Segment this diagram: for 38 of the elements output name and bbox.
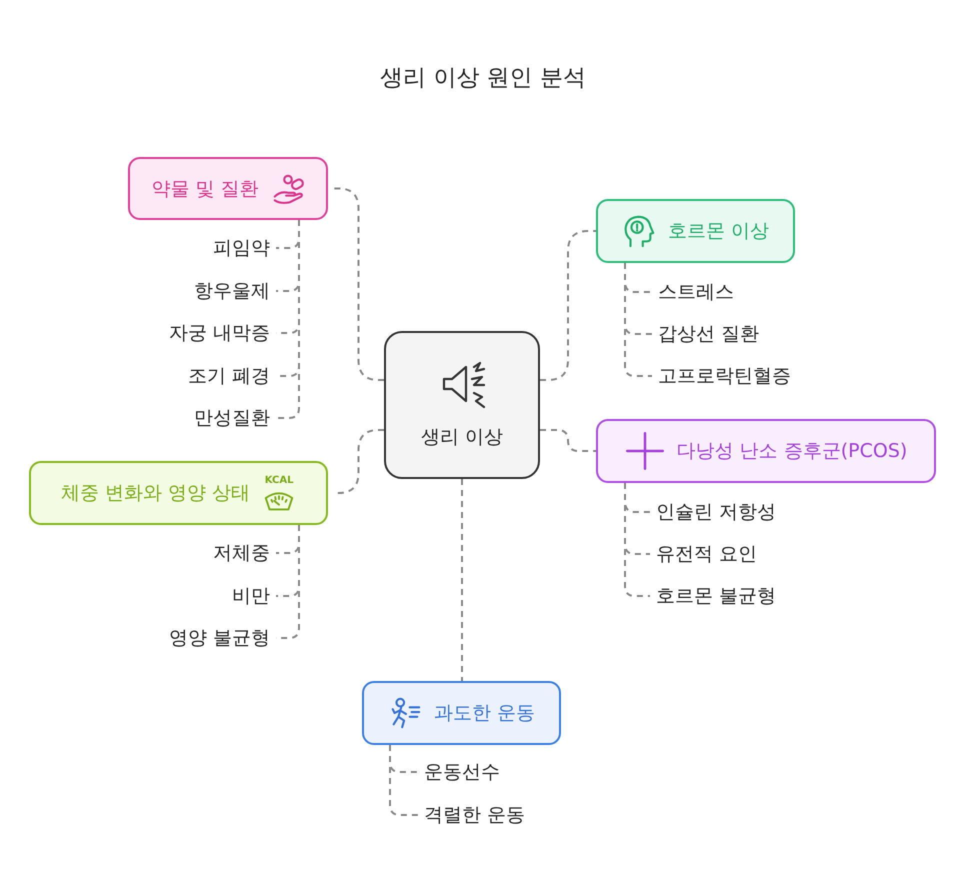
category-label: 과도한 운동: [434, 701, 536, 726]
cause-text: 스트레스: [652, 280, 740, 304]
cause-text: 인슐린 저항성: [650, 500, 782, 524]
cause-text: 자궁 내막증: [162, 321, 276, 345]
connector-line: [540, 429, 596, 452]
connector-line: [461, 479, 463, 681]
category-box: [128, 157, 328, 220]
category-label: 약물 및 질환: [151, 176, 259, 202]
cause-text: 조기 폐경: [182, 364, 276, 388]
connector-line: [540, 230, 596, 381]
category-box: [29, 461, 328, 525]
title: 생리 이상 원인 분석: [380, 65, 586, 91]
category-label: 체중 변화와 영양 상태: [60, 481, 250, 506]
connector-line: [624, 483, 650, 597]
connector-line: [624, 263, 652, 377]
central-label: 생리 이상: [420, 425, 504, 450]
central-box: [384, 331, 540, 479]
cause-text: 만성질환: [188, 406, 276, 430]
category-box: [362, 681, 561, 745]
cause-text: 피임약: [207, 236, 276, 260]
cause-text: 유전적 요인: [650, 542, 764, 566]
cause-text: 고프로락틴혈증: [652, 364, 797, 388]
cause-text: 영양 불균형: [162, 626, 276, 650]
category-box: [596, 199, 795, 263]
cause-text: 저체중: [207, 541, 276, 565]
connector-line: [276, 220, 300, 419]
connector-line: [333, 188, 384, 381]
category-box: [596, 419, 936, 483]
cause-text: 호르몬 불균형: [650, 584, 782, 608]
cause-text: 갑상선 질환: [652, 322, 766, 346]
unit-text: KCAL: [264, 474, 294, 486]
cause-text: 운동선수: [418, 760, 506, 784]
category-label: 호르몬 이상: [668, 219, 770, 244]
category-label: 다낭성 난소 증후군(PCOS): [676, 439, 908, 464]
cause-text: 항우울제: [188, 279, 276, 303]
cause-text: 비만: [226, 584, 276, 608]
cause-text: 격렬한 운동: [418, 803, 532, 827]
connector-line: [389, 745, 418, 816]
